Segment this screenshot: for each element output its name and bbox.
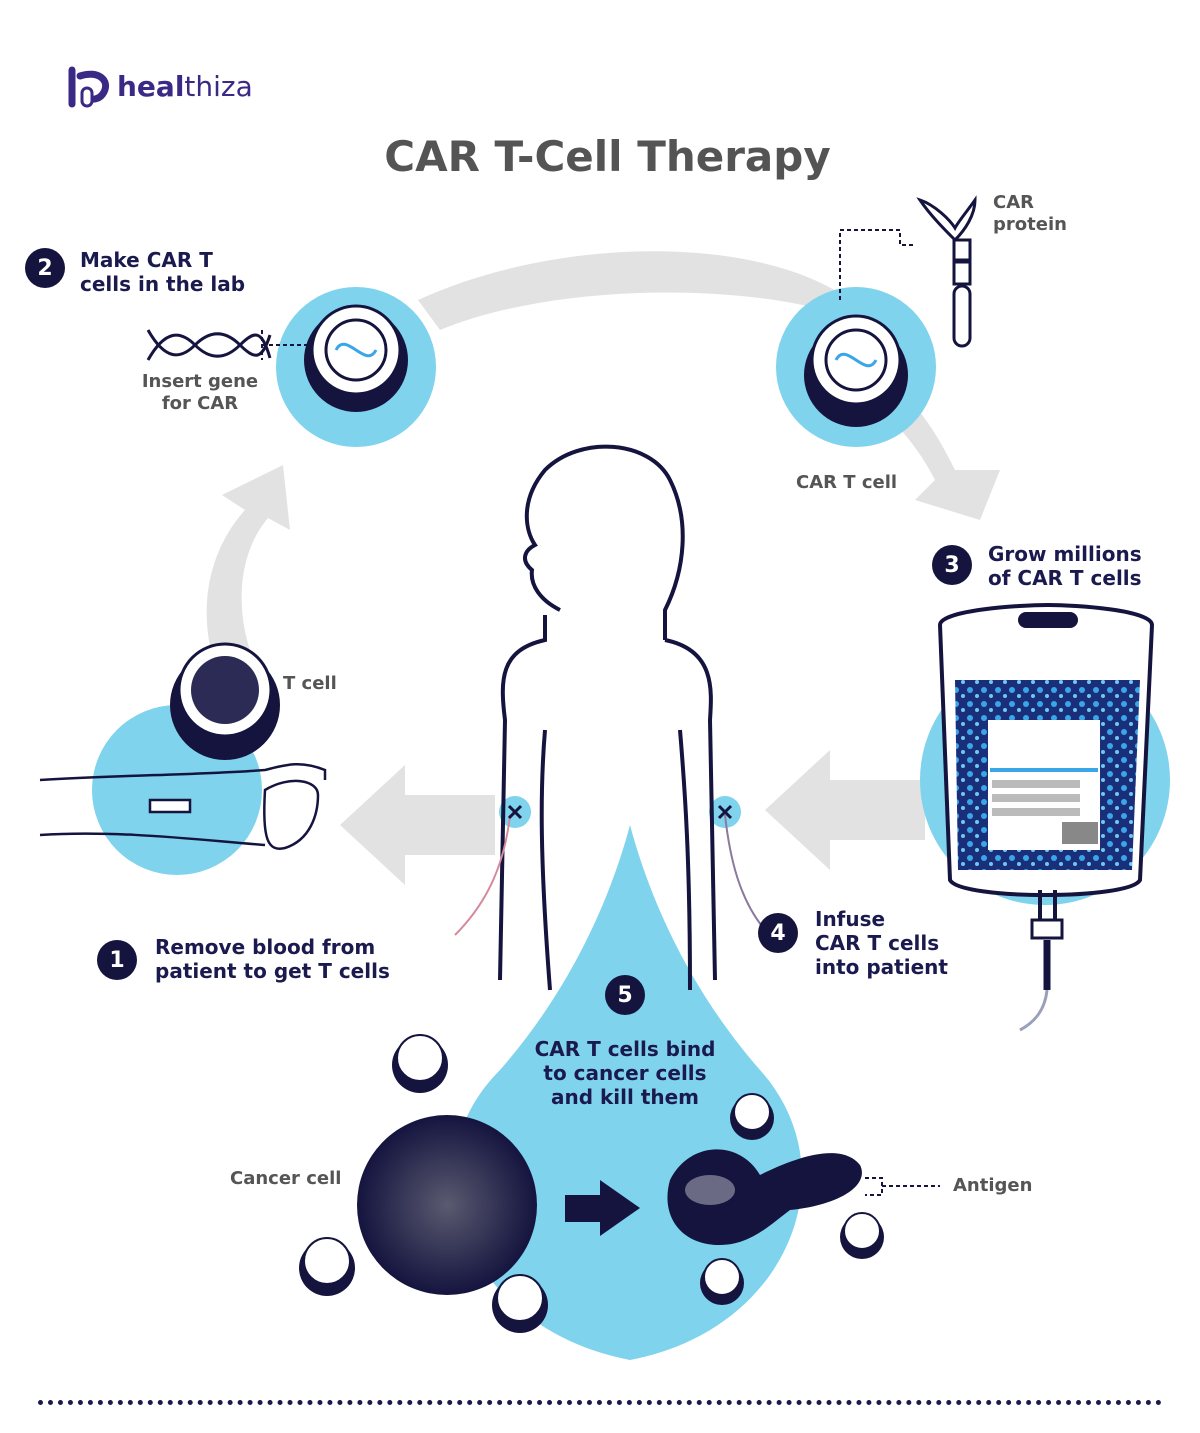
cancer-cell-label: Cancer cell [230,1168,342,1189]
gene-insert-pointer [261,330,318,360]
t-cell-lab-icon [304,304,408,412]
injection-mark-icon [507,804,733,820]
brand-name: healthiza [117,70,253,103]
arm-icon [39,763,327,850]
car-protein-icon [916,195,977,348]
iv-line-in [724,814,766,931]
small-car-t-cells [299,1034,884,1333]
footer-divider [38,1400,1162,1405]
iv-bag-icon [937,602,1155,1032]
step-4-number: 4 [758,913,798,953]
patient-outline [498,444,717,991]
step-2-number: 2 [25,248,65,288]
step-4-label: Infuse CAR T cells into patient [815,907,948,979]
kill-arrow-icon [565,1180,640,1236]
car-protein-pointer [839,229,915,300]
antigen-label: Antigen [953,1175,1033,1196]
dying-cancer-cell-icon [667,1149,862,1245]
car-protein-label: CAR protein [993,192,1067,235]
dna-icon [146,329,272,361]
step-1-label: Remove blood from patient to get T cells [155,935,390,983]
cancer-cell-icon [357,1115,537,1295]
step-3-label: Grow millions of CAR T cells [988,542,1142,590]
insert-gene-label: Insert gene for CAR [141,371,259,414]
iv-line-out [454,814,511,936]
page-title: CAR T-Cell Therapy [384,132,831,181]
car-t-cell-label: CAR T cell [796,472,898,493]
antigen-pointer [865,1177,940,1196]
step-5-number: 5 [605,975,645,1015]
healthiza-logo-icon [68,66,109,108]
t-cell-label: T cell [283,673,337,694]
step-3-number: 3 [932,545,972,585]
car-t-cell-icon [804,314,908,427]
step-5-label: CAR T cells bind to cancer cells and kil… [534,1037,716,1109]
step-2-label: Make CAR T cells in the lab [80,248,246,296]
step-1-number: 1 [97,940,137,980]
t-cell-icon [170,642,280,760]
